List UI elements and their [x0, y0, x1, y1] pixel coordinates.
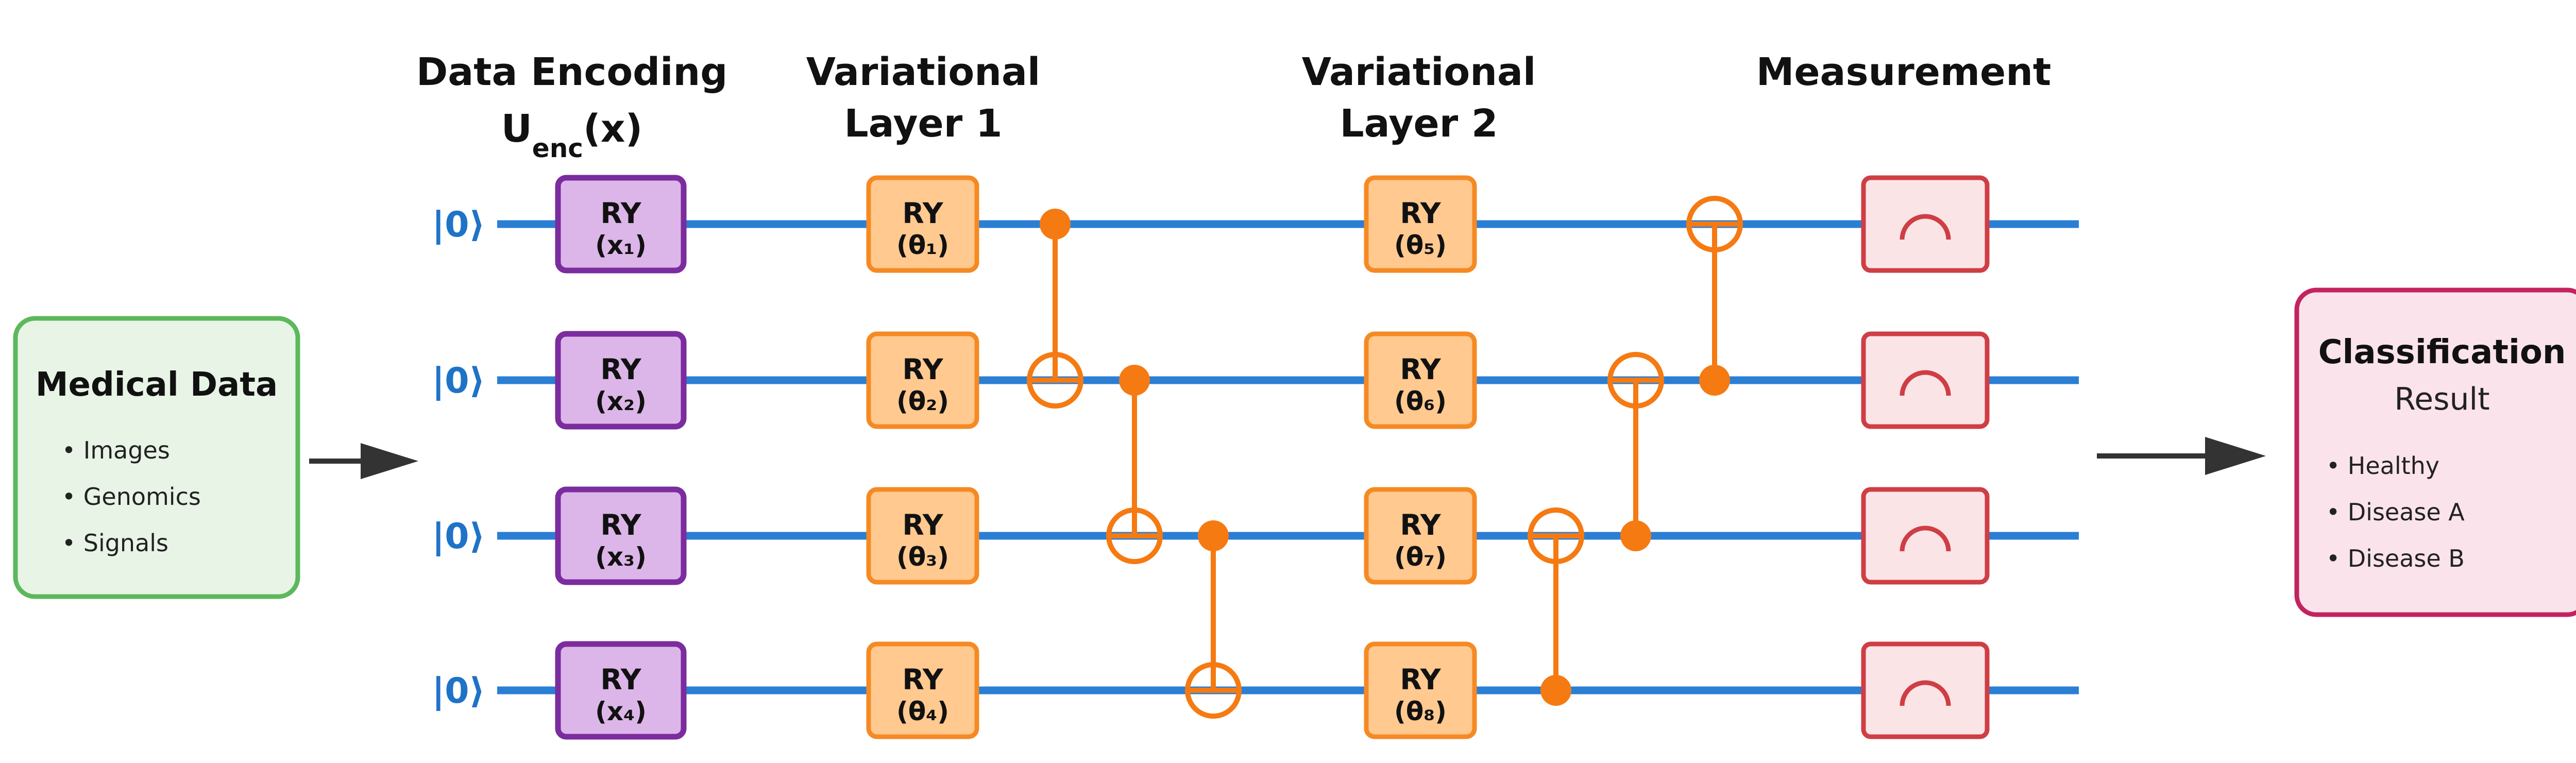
- output-box-item-3: • Disease B: [2326, 545, 2465, 572]
- input-box-item-3: • Signals: [62, 529, 168, 557]
- cnot-gate-3: [1185, 520, 1242, 719]
- cnot-gate-2: [1106, 365, 1163, 564]
- flow-arrows: [309, 437, 2266, 479]
- layer2-gate-1-name: RY: [1400, 197, 1441, 230]
- layer2-gate-1-param: (θ₅): [1394, 230, 1447, 260]
- input-box-item-2: • Genomics: [62, 483, 201, 511]
- cnot-control-dot: [1040, 209, 1071, 240]
- layer1-gate-2-param: (θ₂): [896, 386, 949, 416]
- layer2-gate-3: RY (θ₇): [1364, 487, 1477, 585]
- encoding-gate-1-name: RY: [600, 197, 641, 230]
- layer1-gate-4-param: (θ₄): [896, 697, 949, 726]
- layer1-gate-2: RY (θ₂): [866, 331, 979, 429]
- heading-encoding-subscript: enc: [532, 133, 583, 163]
- layer1-gate-1-name: RY: [902, 197, 943, 230]
- cnot-control-dot: [1198, 520, 1229, 551]
- layer1-gates: RY (θ₁) RY (θ₂) RY (θ₃) RY (θ₄): [866, 175, 979, 739]
- heading-layer2-line2: Layer 2: [1340, 101, 1498, 146]
- layer1-gate-3-name: RY: [902, 508, 943, 541]
- qubit-label-3: |0⟩: [432, 516, 485, 557]
- output-box-title: Classification: [2318, 333, 2566, 371]
- cnot-gate-1: [1027, 209, 1083, 409]
- output-box-item-1: • Healthy: [2326, 452, 2439, 480]
- heading-encoding-u: U: [501, 107, 532, 151]
- layer2-gate-3-name: RY: [1400, 508, 1441, 541]
- encoding-gate-3: RY (x₃): [555, 486, 687, 585]
- encoding-gate-1: RY (x₁): [555, 175, 687, 274]
- layer2-gate-4-param: (θ₈): [1394, 697, 1447, 726]
- qubit-labels: |0⟩ |0⟩ |0⟩ |0⟩: [432, 205, 485, 711]
- output-box: Classification Result • Healthy • Diseas…: [2294, 287, 2576, 617]
- encoding-gate-2-name: RY: [600, 353, 641, 386]
- layer1-gate-3: RY (θ₃): [866, 487, 979, 585]
- arrow-right-icon: [2097, 437, 2266, 475]
- output-box-item-2: • Disease A: [2326, 498, 2465, 526]
- measurement-gates: [1861, 175, 1990, 739]
- layer2-gate-3-param: (θ₇): [1394, 542, 1447, 572]
- column-headings: Data Encoding Uenc(x) Variational Layer …: [416, 50, 2051, 163]
- heading-measurement: Measurement: [1756, 50, 2052, 94]
- layer1-gate-1: RY (θ₁): [866, 175, 979, 273]
- cnot-control-dot: [1119, 365, 1150, 396]
- encoding-gate-2-param: (x₂): [595, 386, 647, 416]
- qubit-label-2: |0⟩: [432, 361, 485, 401]
- encoding-gates: RY (x₁) RY (x₂) RY (x₃) RY (x₄): [555, 175, 687, 740]
- layer2-gate-4-name: RY: [1400, 663, 1441, 696]
- layer2-gate-2: RY (θ₆): [1364, 331, 1477, 429]
- cnot-control-dot: [1540, 675, 1571, 706]
- layer2-gates: RY (θ₅) RY (θ₆) RY (θ₇) RY (θ₈): [1364, 175, 1477, 739]
- encoding-gate-2: RY (x₂): [555, 331, 687, 430]
- heading-layer1-line2: Layer 1: [844, 101, 1003, 146]
- input-box: Medical Data • Images • Genomics • Signa…: [13, 316, 300, 599]
- measurement-gate-1: [1861, 175, 1990, 273]
- layer1-gate-4-name: RY: [902, 663, 943, 696]
- meter-icon: [1900, 525, 1951, 552]
- layer2-gate-2-name: RY: [1400, 353, 1441, 386]
- encoding-gate-4: RY (x₄): [555, 641, 687, 740]
- input-box-title: Medical Data: [36, 366, 278, 404]
- qubit-label-4: |0⟩: [432, 671, 485, 711]
- encoding-gate-4-name: RY: [600, 663, 641, 696]
- measurement-gate-4: [1861, 641, 1990, 739]
- meter-icon: [1900, 214, 1951, 240]
- heading-layer1-line1: Variational: [806, 50, 1041, 94]
- measurement-gate-2: [1861, 331, 1990, 429]
- cnot-gate-6: [1686, 196, 1743, 396]
- layer1-gate-1-param: (θ₁): [896, 230, 949, 260]
- output-box-frame: [2294, 287, 2576, 617]
- qubit-label-1: |0⟩: [432, 205, 485, 245]
- cnot-control-dot: [1620, 520, 1651, 551]
- input-box-item-1: • Images: [62, 436, 170, 464]
- layer1-gate-4: RY (θ₄): [866, 641, 979, 739]
- layer2-gate-1: RY (θ₅): [1364, 175, 1477, 273]
- heading-layer2-line1: Variational: [1302, 50, 1536, 94]
- output-box-subtitle: Result: [2394, 381, 2489, 417]
- cnot-gate-5: [1607, 352, 1664, 551]
- layer1-gate-3-param: (θ₃): [896, 542, 949, 572]
- cnot-gates: [1027, 196, 1743, 719]
- encoding-gate-3-param: (x₃): [595, 542, 647, 572]
- layer2-gate-2-param: (θ₆): [1394, 386, 1447, 416]
- encoding-gate-4-param: (x₄): [595, 697, 647, 726]
- input-box-frame: [13, 316, 300, 599]
- qubit-wires: [497, 220, 2079, 694]
- layer2-gate-4: RY (θ₈): [1364, 641, 1477, 739]
- encoding-gate-3-name: RY: [600, 508, 641, 541]
- heading-data-encoding: Data Encoding: [416, 50, 727, 94]
- layer1-gate-2-name: RY: [902, 353, 943, 386]
- encoding-gate-1-param: (x₁): [595, 230, 647, 260]
- meter-icon: [1900, 370, 1951, 396]
- cnot-control-dot: [1699, 365, 1730, 396]
- meter-icon: [1900, 680, 1951, 706]
- cnot-gate-4: [1528, 507, 1584, 706]
- measurement-gate-3: [1861, 487, 1990, 585]
- heading-encoding-argument: (x): [583, 107, 642, 151]
- arrow-right-icon: [309, 443, 418, 479]
- heading-encoding-operator: Uenc(x): [501, 107, 643, 163]
